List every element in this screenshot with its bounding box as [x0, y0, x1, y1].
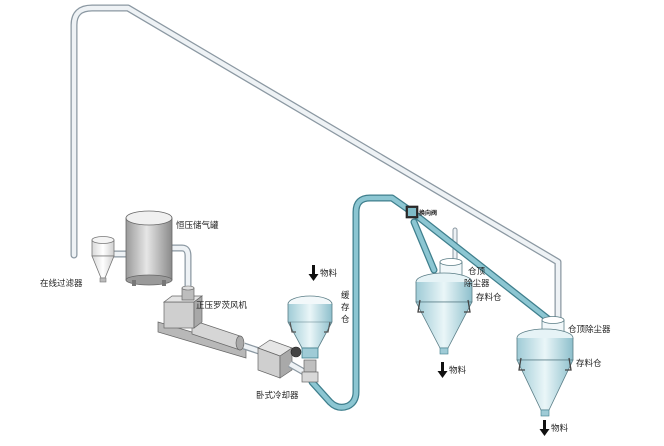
material-arrow-1 — [308, 265, 319, 281]
storage-bin-1 — [415, 258, 473, 355]
label-material-1: 物料 — [320, 268, 338, 279]
horizontal-cooler — [257, 339, 293, 379]
air-return-pipe — [70, 4, 562, 326]
label-buffer-bin: 缓 存 仓 — [341, 290, 350, 325]
label-dust-collector-1-line-2: 除尘器 — [464, 278, 490, 289]
label-buffer-bin-char-3: 仓 — [341, 314, 350, 325]
label-bin-top-dust-collector-2: 仓顶除尘器 — [568, 324, 611, 335]
label-buffer-bin-char-1: 缓 — [341, 290, 350, 301]
inline-filter — [91, 236, 115, 283]
label-bin-top-dust-collector-1: 仓顶 除尘器 — [464, 266, 490, 289]
label-storage-bin-2: 存料仓 — [576, 358, 602, 369]
label-material-2: 物料 — [449, 365, 467, 376]
label-horizontal-cooler: 卧式冷却器 — [256, 390, 299, 401]
storage-bin-2 — [516, 316, 574, 417]
buffer-bin — [287, 295, 333, 383]
label-material-3: 物料 — [551, 423, 569, 434]
label-inline-filter: 在线过滤器 — [40, 278, 83, 289]
material-conveying-pipe — [308, 194, 556, 411]
label-constant-pressure-tank: 恒压储气罐 — [176, 220, 219, 231]
constant-pressure-tank — [125, 210, 173, 286]
diverter-valve — [405, 205, 419, 219]
label-buffer-bin-char-2: 存 — [341, 302, 350, 313]
material-arrow-2 — [437, 362, 448, 378]
label-roots-blower: 正压罗茨风机 — [196, 300, 248, 311]
label-diverter-valve: 换向阀 — [419, 209, 437, 217]
label-dust-collector-1-line-1: 仓顶 — [468, 266, 486, 277]
roots-blower — [157, 285, 247, 359]
material-arrow-3 — [539, 420, 550, 436]
label-storage-bin-1: 存料仓 — [476, 292, 502, 303]
cooler-outlet-pipe — [288, 360, 306, 376]
